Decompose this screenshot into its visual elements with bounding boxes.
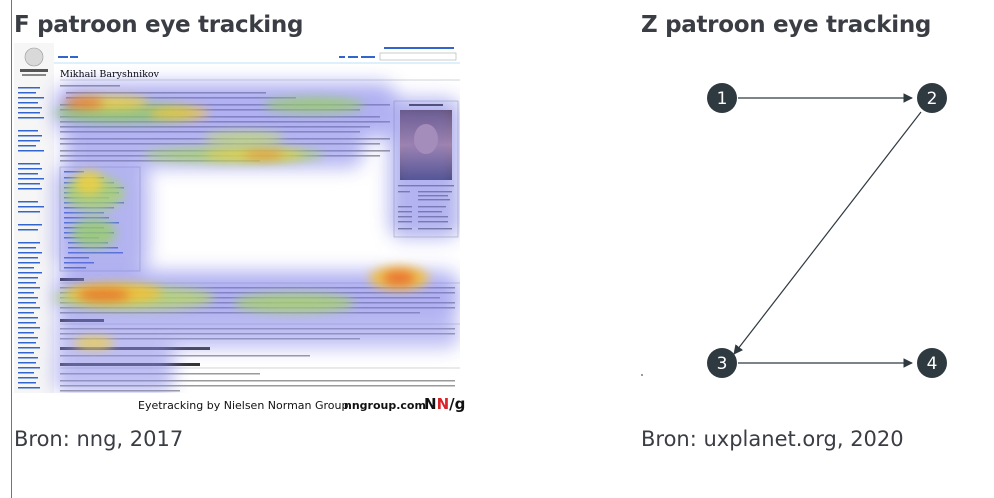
heatmap-credit: Eyetracking by Nielsen Norman Group nngr…: [14, 394, 465, 420]
svg-text:3: 3: [717, 354, 728, 374]
node-4: 4: [917, 348, 947, 378]
article-heading: Mikhail Baryshnikov: [60, 69, 160, 80]
logo-n1: N: [424, 395, 437, 413]
credit-site: nngroup.com: [344, 399, 426, 412]
svg-text:1: 1: [717, 89, 728, 109]
logo-n2: N: [436, 395, 450, 413]
f-pattern-title: F patroon eye tracking: [14, 12, 304, 38]
z-pattern-title: Z patroon eye tracking: [641, 12, 932, 38]
credit-text: Eyetracking by Nielsen Norman Group: [138, 399, 349, 412]
z-pattern-caption: Bron: uxplanet.org, 2020: [641, 427, 904, 451]
nng-logo: NN/g: [424, 395, 465, 413]
node-1: 1: [707, 83, 737, 113]
left-margin-line: [11, 0, 12, 498]
logo-g: /g: [449, 395, 466, 413]
z-pattern-diagram: 1 2 3 4: [640, 60, 970, 400]
svg-text:4: 4: [927, 354, 938, 374]
f-pattern-caption: Bron: nng, 2017: [14, 427, 184, 451]
node-2: 2: [917, 83, 947, 113]
f-pattern-heatmap-image: Mikhail Baryshnikov: [14, 43, 460, 393]
svg-text:2: 2: [927, 89, 938, 109]
node-3: 3: [707, 348, 737, 378]
arrow-2-to-3: [733, 111, 922, 355]
